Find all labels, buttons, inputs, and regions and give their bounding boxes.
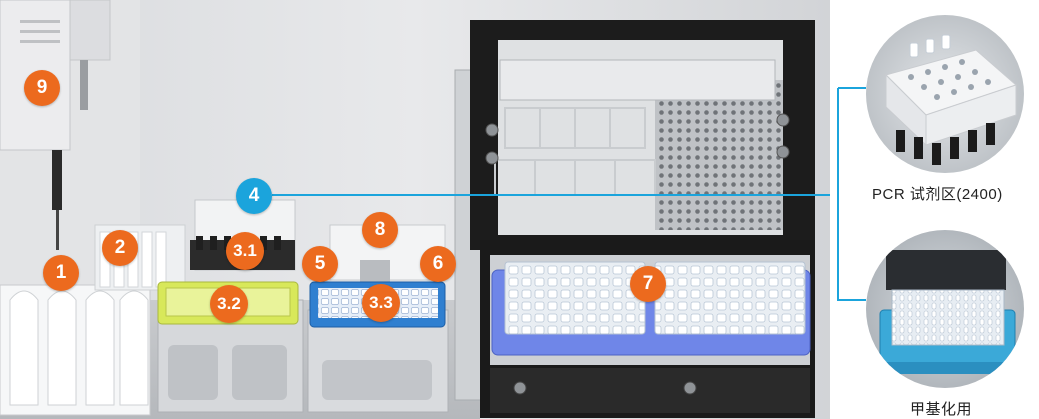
marker-1: 1 bbox=[43, 255, 79, 291]
marker-4: 4 bbox=[236, 178, 272, 214]
marker-2: 2 bbox=[102, 230, 138, 266]
marker-3-1: 3.1 bbox=[226, 232, 264, 270]
methylation-plate-image bbox=[866, 230, 1024, 388]
marker-8: 7 bbox=[630, 266, 666, 302]
deep-well-plate-right bbox=[654, 261, 806, 335]
marker-7: 8 bbox=[362, 212, 398, 248]
deep-well-plate-left bbox=[504, 261, 646, 335]
pcr-block-image bbox=[866, 15, 1024, 173]
inset-pcr-reagent bbox=[866, 15, 1024, 173]
instrument-photo bbox=[0, 0, 830, 419]
marker-9: 9 bbox=[24, 70, 60, 106]
inset-pcr-caption: PCR 试剂区(2400) bbox=[872, 186, 1003, 203]
inset-methylation bbox=[866, 230, 1024, 388]
marker-3-3: 3.3 bbox=[362, 284, 400, 322]
enclosure-frame bbox=[454, 20, 815, 418]
marker-5: 5 bbox=[302, 246, 338, 282]
pipetting-arm bbox=[0, 0, 111, 250]
perforated-panel bbox=[655, 80, 783, 230]
trough-rack bbox=[0, 284, 151, 416]
marker-6: 6 bbox=[420, 246, 456, 282]
marker-3-2: 3.2 bbox=[210, 285, 248, 323]
inset-methylation-caption: 甲基化用 bbox=[910, 401, 973, 418]
